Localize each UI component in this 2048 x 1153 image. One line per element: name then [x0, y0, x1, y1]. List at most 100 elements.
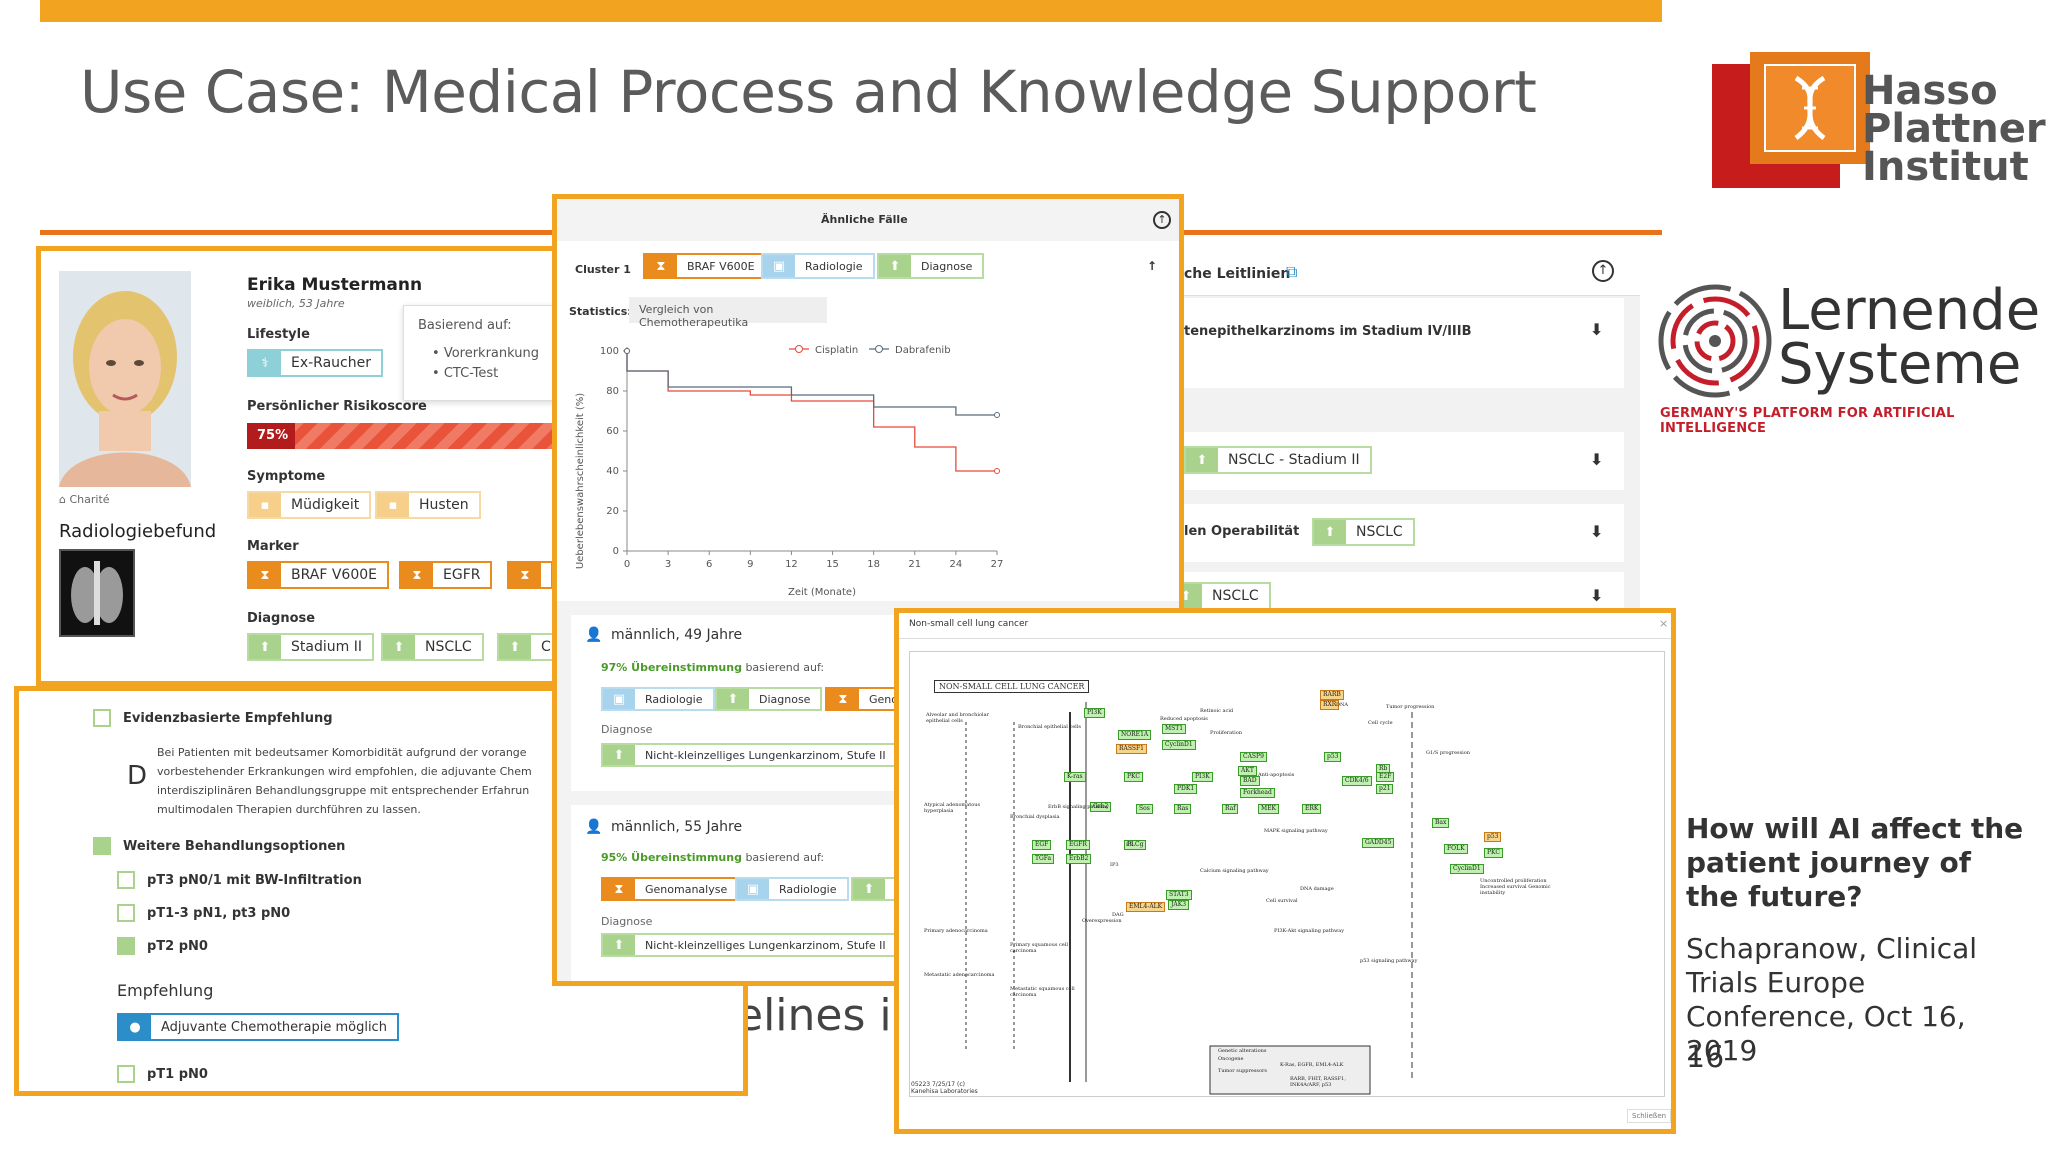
diagnosis-tag-1[interactable]: ⬆Stadium II	[247, 633, 374, 661]
gene-node[interactable]: PI3K	[1192, 772, 1213, 782]
gene-node[interactable]: p21	[1376, 784, 1394, 794]
empfehlung-tag-label: Adjuvante Chemotherapie möglich	[161, 1019, 387, 1035]
arrow-down-icon[interactable]: ⬇	[1590, 522, 1604, 541]
gene-node[interactable]: ERK	[1302, 804, 1322, 814]
case-1-tag-2[interactable]: ⬆Diagnose	[715, 687, 823, 711]
gene-node[interactable]: p53	[1324, 752, 1342, 762]
gene-node[interactable]: TGFa	[1032, 854, 1055, 864]
marker-tag-1[interactable]: ⧗BRAF V600E	[247, 561, 389, 589]
gene-node[interactable]: CDK4/6	[1342, 776, 1372, 786]
gene-node[interactable]: NORE1A	[1118, 730, 1152, 740]
gene-node[interactable]: E2F	[1376, 772, 1395, 782]
guideline-row-2[interactable]: ⬆NSCLC - Stadium II ⬇	[1140, 432, 1624, 490]
gene-node[interactable]: ErbB2	[1066, 854, 1092, 864]
pathway-label: K-Ras, EGFR, EML4-ALK	[1280, 1062, 1344, 1068]
evidence-checkbox[interactable]	[93, 709, 111, 727]
guideline-tag-nsclc[interactable]: ⬆NSCLC	[1312, 518, 1415, 546]
case-1-diag-tag[interactable]: ⬆Nicht-kleinzelliges Lungenkarzinom, Stu…	[601, 743, 898, 767]
gene-node[interactable]: JAK3	[1168, 900, 1190, 910]
case-2-match-pct: 95% Übereinstimmung	[601, 851, 742, 864]
cluster-tag-1[interactable]: ⧗BRAF V600E	[643, 253, 767, 279]
stats-select[interactable]: Vergleich von Chemotherapeutika	[629, 297, 827, 329]
cluster-label: Cluster 1	[575, 263, 631, 276]
dna-icon	[1764, 64, 1856, 152]
marker-tag-2[interactable]: ⧗EGFR	[399, 561, 493, 589]
gene-node[interactable]: PI3K	[1084, 708, 1105, 718]
gene-node[interactable]: PLCg	[1124, 840, 1147, 850]
gene-node[interactable]: Grb2	[1090, 802, 1112, 812]
gene-node[interactable]: PKC	[1124, 772, 1143, 782]
option-checkbox-1[interactable]	[117, 871, 135, 889]
gene-node[interactable]: RXR	[1320, 700, 1340, 710]
xray-thumbnail[interactable]	[59, 549, 135, 637]
cluster-tag-2[interactable]: ▣Radiologie	[761, 253, 875, 279]
symptom-tag-2[interactable]: ▪Husten	[375, 491, 481, 519]
case-2-tag-1[interactable]: ⧗Genomanalyse	[601, 877, 740, 901]
gene-node[interactable]: p53	[1484, 832, 1502, 842]
gene-node[interactable]: MST1	[1162, 724, 1187, 734]
diagnosis-tag-3[interactable]: ⬆C	[497, 633, 563, 661]
guidelines-panel: che Leitlinien ⧉ ↑ tenepithelkarzinoms i…	[1140, 246, 1640, 616]
option-checkbox-2[interactable]	[117, 904, 135, 922]
collapse-arrow-icon[interactable]: ↑	[1147, 259, 1158, 273]
gene-node[interactable]: BAD	[1240, 776, 1260, 786]
gene-node[interactable]: EGFR	[1066, 840, 1090, 850]
gene-node[interactable]: PKC	[1484, 848, 1503, 858]
legend-label-dabrafenib: Dabrafenib	[895, 345, 951, 356]
empfehlung-tag[interactable]: ● Adjuvante Chemotherapie möglich	[117, 1013, 399, 1041]
external-link-icon[interactable]: ⧉	[1286, 262, 1298, 281]
gene-node[interactable]: AKT	[1238, 766, 1257, 776]
evidence-text: Bei Patienten mit bedeutsamer Komorbidit…	[157, 743, 743, 819]
arrow-down-icon[interactable]: ⬇	[1590, 320, 1604, 339]
lifestyle-tag[interactable]: ⚕Ex-Raucher	[247, 349, 383, 377]
guideline-tag-nsclc-2[interactable]: ⬆NSCLC	[1168, 582, 1271, 610]
option-checkbox-4[interactable]	[117, 1065, 135, 1083]
gene-node[interactable]: K-ras	[1064, 772, 1086, 782]
option-checkbox-3[interactable]	[117, 937, 135, 955]
gene-node[interactable]: Bax	[1432, 818, 1450, 828]
gene-node[interactable]: CyclinD1	[1450, 864, 1484, 874]
case-2-tag-3[interactable]: ⬆	[851, 877, 897, 901]
close-button[interactable]: Schließen	[1627, 1109, 1671, 1123]
case-1-tag-3[interactable]: ⧗Genor	[825, 687, 905, 711]
gene-node[interactable]: EML4-ALK	[1126, 902, 1166, 912]
guideline-tag-stadium[interactable]: ⬆NSCLC - Stadium II	[1184, 446, 1372, 474]
gene-node[interactable]: EGF	[1032, 840, 1052, 850]
lightbulb-icon: ●	[119, 1015, 151, 1039]
hourglass-icon: ⧗	[603, 879, 635, 899]
case-2-tag-2[interactable]: ▣Radiologie	[735, 877, 849, 901]
ls-word2: Systeme	[1778, 332, 2022, 397]
gene-node[interactable]: RARB	[1320, 690, 1344, 700]
arrow-down-icon[interactable]: ⬇	[1590, 586, 1604, 605]
gene-node[interactable]: Raf	[1222, 804, 1239, 814]
symptom-tag-1[interactable]: ▪Müdigkeit	[247, 491, 372, 519]
further-options-checkbox[interactable]	[93, 837, 111, 855]
guideline-row-1[interactable]: tenepithelkarzinoms im Stadium IV/IIIB ⬇	[1140, 298, 1624, 388]
pathway-label: Primary adenocarcinoma	[924, 928, 988, 934]
info-icon[interactable]: ↑	[1592, 260, 1614, 282]
gene-node[interactable]: Sos	[1136, 804, 1153, 814]
gene-node[interactable]: FOLK	[1444, 844, 1468, 854]
marker-tag-3[interactable]: ⧗	[507, 561, 553, 589]
case-1-match-rest: basierend auf:	[741, 661, 825, 674]
close-icon[interactable]: ×	[1659, 617, 1669, 630]
gene-node[interactable]: MEK	[1258, 804, 1280, 814]
gene-node[interactable]: Forkhead	[1240, 788, 1275, 798]
case-2-diag-tag[interactable]: ⬆Nicht-kleinzelliges Lungenkarzinom, Stu…	[601, 933, 898, 957]
cluster-tag-3[interactable]: ⬆Diagnose	[877, 253, 985, 279]
arrow-down-icon[interactable]: ⬇	[1590, 450, 1604, 469]
info-icon[interactable]: ↑	[1153, 211, 1171, 229]
gene-node[interactable]: CyclinD1	[1162, 740, 1196, 750]
diagnosis-tag-2[interactable]: ⬆NSCLC	[381, 633, 484, 661]
gene-node[interactable]: CASP9	[1240, 752, 1267, 762]
gene-node[interactable]: PDK1	[1174, 784, 1198, 794]
guideline-row-3[interactable]: len Operabilität ⬆NSCLC ⬇	[1140, 504, 1624, 562]
case-1-tag-1[interactable]: ▣Radiologie	[601, 687, 715, 711]
ls-word1: Lernende	[1778, 278, 2041, 343]
gene-node[interactable]: Ras	[1174, 804, 1192, 814]
gene-node[interactable]: GADD45	[1362, 838, 1395, 848]
gene-node[interactable]: RASSF1	[1116, 744, 1147, 754]
x-tick-label: 12	[785, 559, 798, 570]
gene-node[interactable]: STAT3	[1166, 890, 1192, 900]
